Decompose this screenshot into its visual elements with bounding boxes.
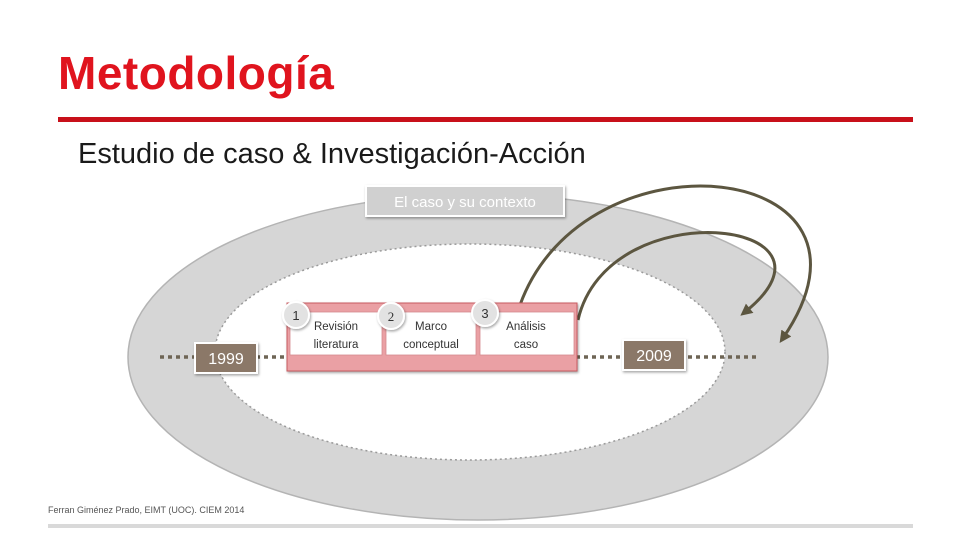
context-label-badge (365, 185, 565, 217)
start-year-badge (194, 342, 258, 374)
phase-2-number: 2 (388, 309, 395, 324)
phase-3-number-badge (471, 299, 499, 327)
feedback-arrow-outer (518, 184, 812, 343)
feedback-arrow-inner (576, 231, 777, 321)
phase-3-number: 3 (481, 306, 488, 321)
phase-1-line2: literatura (314, 339, 359, 351)
phase-3-line1: Análisis (506, 321, 546, 333)
end-year-badge (622, 339, 686, 371)
slide-subtitle: Estudio de caso & Investigación-Acción (78, 138, 586, 170)
end-year: 2009 (636, 348, 672, 365)
phase-3-line2: caso (514, 339, 538, 351)
phase-2-number-badge (377, 302, 405, 330)
start-year: 1999 (208, 351, 244, 368)
phase-1-number-badge (282, 301, 310, 329)
title-divider (58, 117, 913, 122)
phase-2-line2: conceptual (403, 339, 459, 351)
slide-title: Metodología (58, 47, 335, 99)
phase-2-line1: Marco (415, 321, 447, 333)
footer-divider (48, 524, 913, 528)
context-label: El caso y su contexto (394, 194, 536, 211)
phase-1-line1: Revisión (314, 321, 358, 333)
footer-credit: Ferran Giménez Prado, EIMT (UOC). CIEM 2… (48, 505, 245, 515)
phase-1-number: 1 (292, 308, 299, 323)
